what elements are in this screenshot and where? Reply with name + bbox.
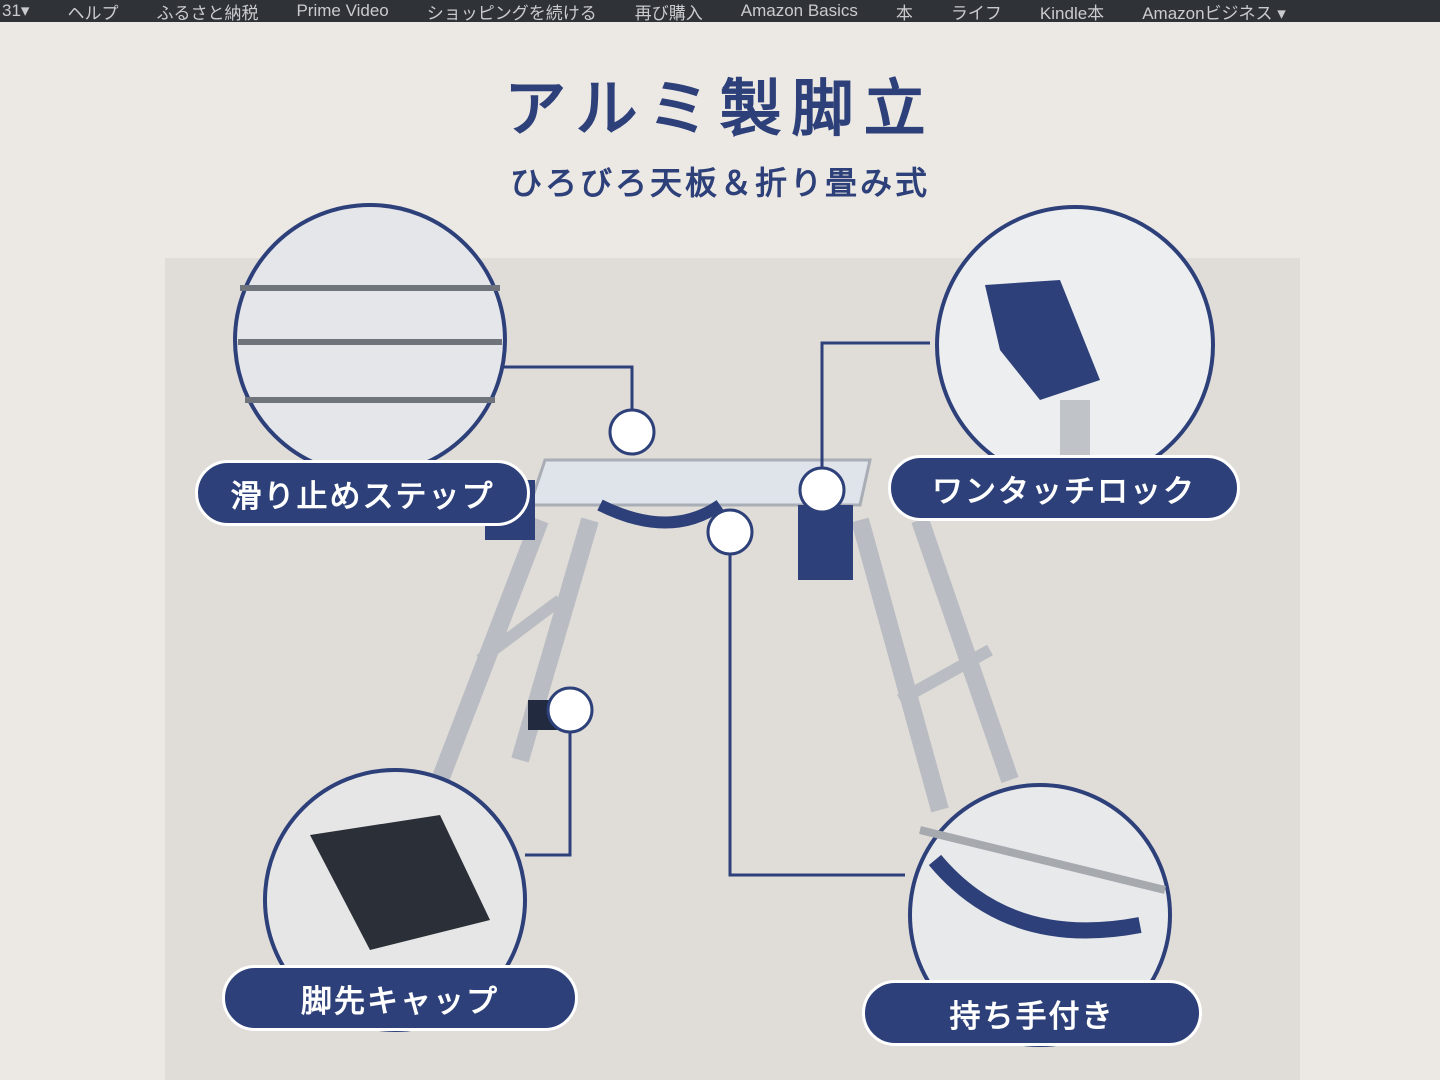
callout-dots bbox=[546, 408, 846, 734]
product-title: アルミ製脚立 bbox=[504, 72, 936, 145]
top-nav-bar: 31▾ ヘルプ ふるさと納税 Prime Video ショッピングを続ける 再び… bbox=[0, 0, 1440, 23]
nav-item-continue-shopping[interactable]: ショッピングを続ける bbox=[426, 3, 597, 23]
nav-item-amazon-basics[interactable]: Amazon Basics bbox=[740, 1, 858, 20]
product-subtitle: ひろびろ天板＆折り畳み式 bbox=[509, 164, 930, 202]
hinge-right bbox=[798, 505, 853, 580]
feature-label-one-touch-lock: ワンタッチロック bbox=[888, 455, 1240, 521]
feature-label-anti-slip-step: 滑り止めステップ bbox=[195, 460, 530, 526]
feature-label-foot-cap: 脚先キャップ bbox=[222, 965, 578, 1031]
feature-label-handle: 持ち手付き bbox=[862, 980, 1202, 1046]
nav-item-furusato[interactable]: ふるさと納税 bbox=[156, 3, 259, 23]
detail-circle-step bbox=[233, 203, 507, 477]
detail-circle-lock bbox=[935, 205, 1215, 485]
nav-item-business[interactable]: Amazonビジネス ▾ bbox=[1142, 3, 1286, 23]
nav-item-kindle[interactable]: Kindle本 bbox=[1039, 3, 1105, 23]
nav-item[interactable]: 31▾ bbox=[2, 1, 30, 20]
nav-item-life[interactable]: ライフ bbox=[950, 3, 1002, 23]
stepladder bbox=[431, 516, 1019, 813]
connector-lines bbox=[500, 341, 930, 877]
nav-item-prime-video[interactable]: Prime Video bbox=[296, 1, 389, 20]
handle bbox=[597, 499, 724, 529]
nav-item-help[interactable]: ヘルプ bbox=[67, 3, 119, 23]
nav-item-books[interactable]: 本 bbox=[895, 3, 913, 23]
nav-item-buy-again[interactable]: 再び購入 bbox=[634, 3, 703, 23]
